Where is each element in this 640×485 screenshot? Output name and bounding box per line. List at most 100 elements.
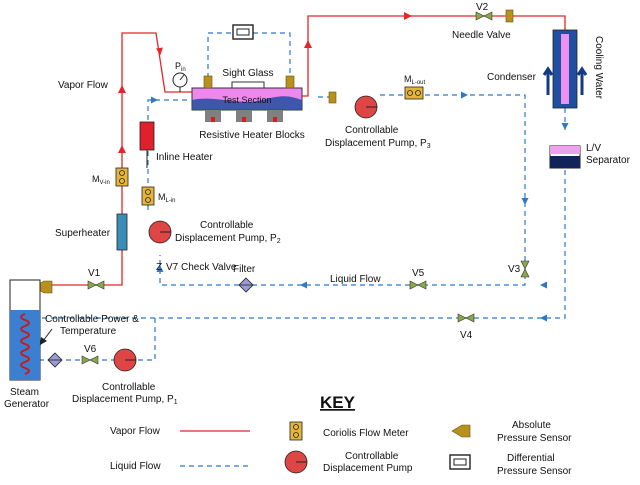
liquid-line-p1 bbox=[40, 318, 156, 361]
liquid-line-p3-out bbox=[159, 94, 526, 286]
pump-p1-label-line2: Displacement Pump, P1 bbox=[72, 394, 178, 406]
pump-p3-label-line1: Controllable bbox=[345, 125, 399, 136]
lv-separator-label-line2: Separator bbox=[586, 155, 631, 166]
condenser-label: Condenser bbox=[487, 72, 537, 83]
liquid-arrows bbox=[144, 91, 569, 322]
vapor-flow-line-label: Vapor Flow bbox=[58, 80, 109, 91]
vapor-arrow bbox=[155, 47, 163, 55]
legend-diff-label-line2: Pressure Sensor bbox=[497, 466, 572, 477]
valve-v3-label: V3 bbox=[508, 264, 521, 275]
vapor-lines bbox=[40, 15, 566, 286]
abs-pressure-sensor bbox=[285, 75, 295, 89]
inline-heater-label: Inline Heater bbox=[156, 152, 213, 163]
coriolis-meter-lin: ML-in bbox=[141, 186, 176, 206]
lv-separator-label-line1: L/V bbox=[586, 143, 601, 154]
pump-p3-label-line2: Displacement Pump, P3 bbox=[325, 138, 431, 150]
vapor-arrows bbox=[118, 12, 412, 153]
check-valve-symbol: Z bbox=[156, 262, 162, 273]
sight-glass-label: Sight Glass bbox=[222, 68, 273, 79]
heater-coil bbox=[20, 313, 30, 375]
legend-coriolis-icon bbox=[289, 421, 303, 441]
legend-diff-label-line1: Differential bbox=[507, 453, 555, 464]
superheater-label: Superheater bbox=[55, 228, 111, 239]
abs-pressure-sensor bbox=[33, 280, 53, 294]
test-section-label: Test Section bbox=[222, 95, 271, 105]
ml-out-label: ML-out bbox=[404, 74, 426, 86]
pump-p2: Controllable Displacement Pump, P2 bbox=[148, 220, 281, 245]
legend-abs-label-line1: Absolute bbox=[512, 420, 551, 431]
valve-v4-label: V4 bbox=[460, 330, 473, 341]
abs-pressure-sensor bbox=[203, 75, 213, 89]
filter-label: Filter bbox=[233, 264, 256, 275]
legend-abs-label-line2: Pressure Sensor bbox=[497, 433, 572, 444]
lv-separator: L/V Separator bbox=[549, 143, 631, 169]
legend-title: KEY bbox=[320, 393, 356, 412]
vapor-line-top bbox=[302, 15, 566, 97]
valve-v2: V2 Needle Valve bbox=[452, 2, 511, 41]
liquid-arrow bbox=[461, 91, 468, 99]
valve-v1-label: V1 bbox=[88, 268, 101, 279]
test-section-group: Test Section Sight Glass Resistive Heate… bbox=[191, 68, 305, 141]
liquid-line-p2 bbox=[147, 99, 190, 210]
valve-v7-label: V7 Check Valve bbox=[166, 262, 237, 273]
needle-valve-label: Needle Valve bbox=[452, 30, 511, 41]
valve-v6-label: V6 bbox=[84, 344, 97, 355]
abs-pressure-sensor bbox=[505, 9, 514, 23]
legend-liquid-flow-label: Liquid Flow bbox=[110, 461, 161, 472]
coriolis-meter-vin: MV-in bbox=[92, 167, 129, 187]
legend-coriolis-label: Coriolis Flow Meter bbox=[323, 428, 409, 439]
coriolis-meter-lout: ML-out bbox=[404, 74, 426, 100]
power-temp-label-line2: Temperature bbox=[60, 326, 117, 337]
heater-block bbox=[236, 110, 252, 122]
legend-diff-sensor-icon bbox=[449, 454, 471, 470]
test-section-liquid bbox=[192, 96, 302, 110]
heater-block-mark bbox=[242, 117, 246, 122]
legend-pump-icon bbox=[284, 450, 308, 474]
liquid-arrow bbox=[521, 198, 529, 205]
vapor-arrow bbox=[118, 145, 126, 153]
liquid-arrow bbox=[156, 265, 164, 272]
condenser: Condenser Cooling Water bbox=[487, 29, 604, 109]
superheater bbox=[116, 213, 128, 251]
valve-v7-check: Z V7 Check Valve bbox=[156, 262, 237, 273]
valve-v5: V5 bbox=[409, 268, 427, 290]
legend-pump-label-line2: Displacement Pump bbox=[323, 463, 413, 474]
vapor-arrow bbox=[304, 40, 312, 48]
liquid-flow-line-label: Liquid Flow bbox=[330, 274, 381, 285]
abs-pressure-sensor bbox=[328, 91, 337, 104]
valve-v6: V6 bbox=[81, 344, 99, 365]
steam-generator-label-line1: Steam bbox=[10, 387, 39, 398]
cooling-water-label: Cooling Water bbox=[593, 36, 604, 100]
inline-heater: Inline Heater bbox=[139, 121, 213, 168]
legend: KEY Vapor Flow Liquid Flow Coriolis Flow… bbox=[110, 393, 572, 477]
liquid-arrow bbox=[300, 281, 307, 289]
differential-pressure-sensor bbox=[232, 24, 254, 40]
mv-in-label: MV-in bbox=[92, 174, 110, 186]
pin-label: Pin bbox=[175, 61, 186, 73]
valve-v4: V4 bbox=[457, 313, 475, 341]
valve-v2-label: V2 bbox=[476, 2, 489, 13]
vapor-arrow bbox=[118, 85, 126, 93]
heater-block-mark bbox=[273, 117, 277, 122]
pin-gauge: Pin bbox=[172, 61, 188, 92]
heater-block bbox=[205, 110, 221, 122]
pump-p2-label-line1: Controllable bbox=[200, 220, 254, 231]
power-temp-label-line1: Controllable Power & bbox=[45, 314, 139, 325]
heater-block bbox=[267, 110, 283, 122]
valve-v1: V1 bbox=[87, 268, 105, 290]
resistive-heater-blocks-label: Resistive Heater Blocks bbox=[199, 130, 305, 141]
liquid-arrow bbox=[540, 314, 547, 322]
heater-block-mark bbox=[211, 117, 215, 122]
pump-p2-label-line2: Displacement Pump, P2 bbox=[175, 233, 281, 245]
pump-p1: Controllable Displacement Pump, P1 bbox=[72, 348, 178, 406]
legend-abs-sensor-icon bbox=[451, 424, 471, 438]
vapor-arrow bbox=[404, 12, 412, 20]
vapor-line-main bbox=[40, 32, 195, 286]
steam-generator-label-line2: Generator bbox=[4, 399, 50, 410]
valve-v3: V3 bbox=[508, 260, 530, 278]
sight-glass-window bbox=[231, 81, 265, 89]
pump-p1-label-line1: Controllable bbox=[102, 382, 156, 393]
steam-generator: Controllable Power & Temperature Steam G… bbox=[4, 279, 139, 410]
